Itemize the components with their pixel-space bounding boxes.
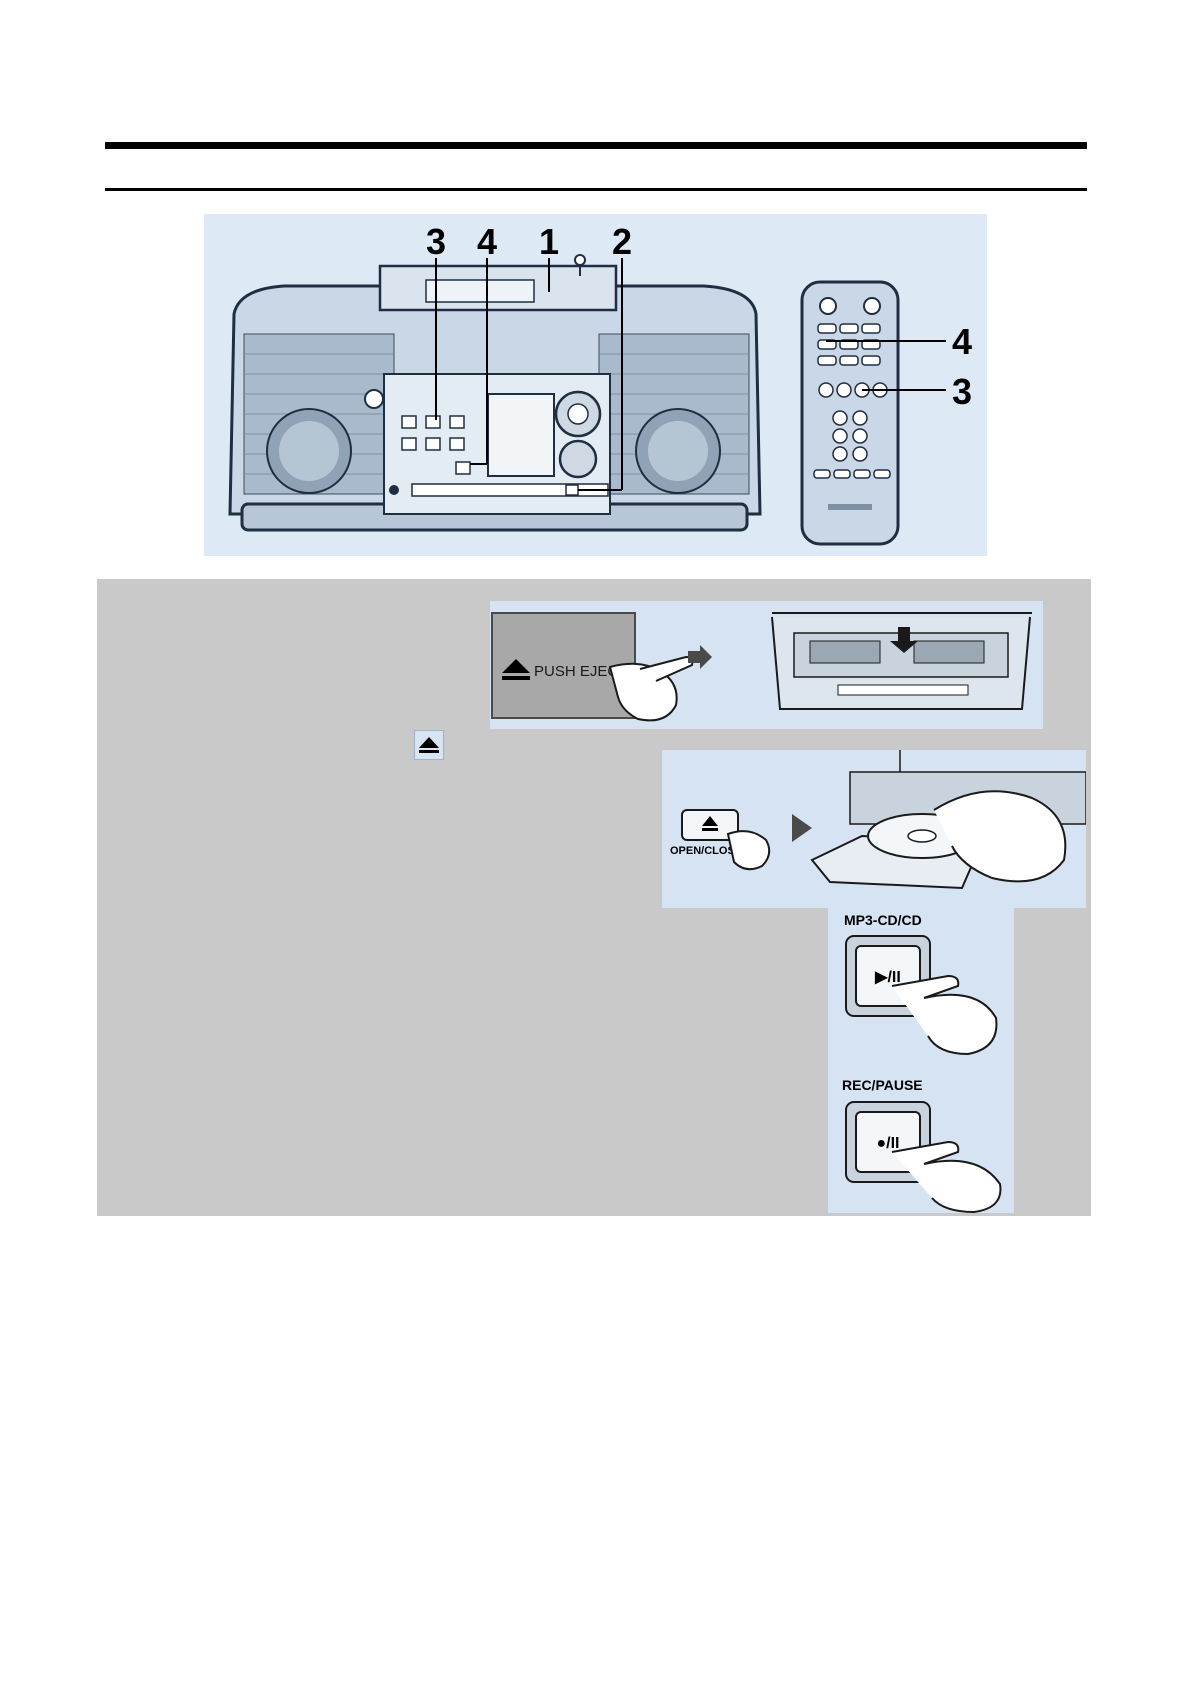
- push-eject-label: PUSH EJECT: [534, 663, 627, 680]
- pointing-hand-icon: [891, 974, 998, 1056]
- header-rule-thick: [105, 142, 1087, 149]
- open-close-label: OPEN/CLOSE: [670, 845, 742, 857]
- remote-callout-3: 3: [952, 371, 972, 412]
- mp3-cd-title: MP3-CD/CD: [844, 912, 922, 928]
- product-diagram: 3 4 1 2: [204, 214, 987, 556]
- remote-control-illustration: [800, 280, 946, 546]
- arrow-right-icon: [688, 645, 712, 669]
- header-rule-thin: [105, 188, 1087, 191]
- eject-icon: [702, 816, 718, 826]
- pointing-hand-icon: [726, 830, 771, 871]
- callout-3: 3: [426, 221, 446, 262]
- callout-4: 4: [477, 221, 497, 262]
- cd-tray-illustration: [810, 750, 1086, 890]
- arrow-right-icon: [792, 814, 812, 842]
- cd-open-close-panel: OPEN/CLOSE: [662, 750, 1086, 908]
- rec-pause-title: REC/PAUSE: [842, 1077, 923, 1093]
- play-pause-icon: ▶/II: [874, 969, 901, 986]
- boombox-illustration: [228, 254, 762, 532]
- callout-2: 2: [612, 221, 632, 262]
- remote-callout-4: 4: [952, 321, 972, 362]
- pointing-hand-icon: [608, 655, 694, 722]
- pointing-hand-icon: [891, 1140, 1002, 1213]
- play-rec-panel: MP3-CD/CD ▶/II REC/PAUSE ●/II: [828, 908, 1014, 1213]
- cassette-eject-panel: PUSH EJECT: [490, 601, 1043, 729]
- eject-icon: [502, 659, 530, 680]
- rec-pause-icon: ●/II: [877, 1135, 900, 1152]
- callout-1: 1: [539, 221, 559, 262]
- cassette-deck-illustration: [771, 612, 1032, 710]
- eject-icon: [414, 730, 444, 760]
